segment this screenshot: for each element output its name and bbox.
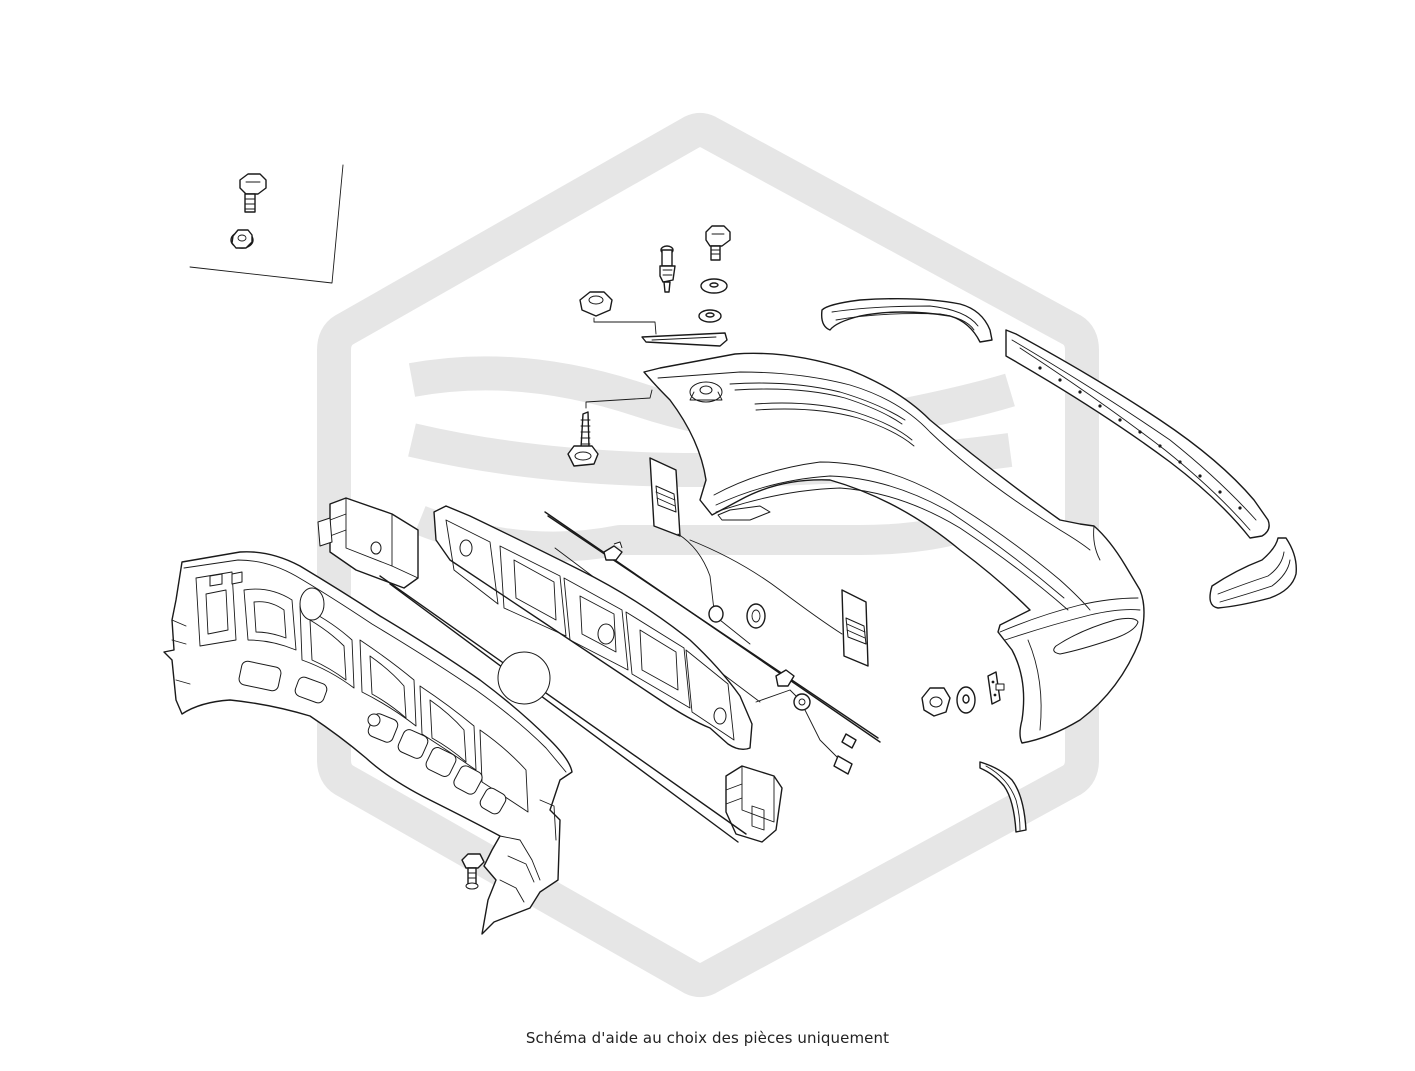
nut-icon [230,229,254,249]
wiring-harness [544,511,881,775]
upper-trim-strip [820,297,993,343]
corner-trim [1209,537,1297,609]
reinforcement-beam [163,551,573,935]
connector-icon [833,733,857,775]
clip-nut-icon [579,291,657,335]
washer-icon [956,686,976,714]
push-pin-icon [659,245,676,293]
clip-icon [603,541,795,687]
sensor-icon [708,605,811,711]
grommet-icon [746,603,766,629]
bolt-icon [239,173,267,213]
washer-icon [700,278,728,294]
leader-line [379,575,747,835]
mounting-block-top [317,497,419,589]
small-bracket [987,671,1005,705]
sensor-bracket-right [841,589,869,667]
lower-trim-strip [1005,329,1270,539]
diagram-caption: Schéma d'aide au choix des pièces unique… [525,1029,890,1047]
bumper-cover [643,352,1145,744]
reference-circle [497,651,551,705]
impact-absorber [433,505,753,751]
sensor-bracket-left [649,457,681,537]
arch-trim [979,761,1027,833]
screw-icon [567,389,653,467]
flange-nut-icon [921,687,951,717]
leader-line [389,583,739,843]
bolt-icon [705,225,731,261]
bracket-strip [641,332,728,347]
bolt-icon [461,853,485,890]
washer-icon [698,309,722,323]
mounting-block-bottom [725,765,783,843]
inset-box [189,164,344,284]
